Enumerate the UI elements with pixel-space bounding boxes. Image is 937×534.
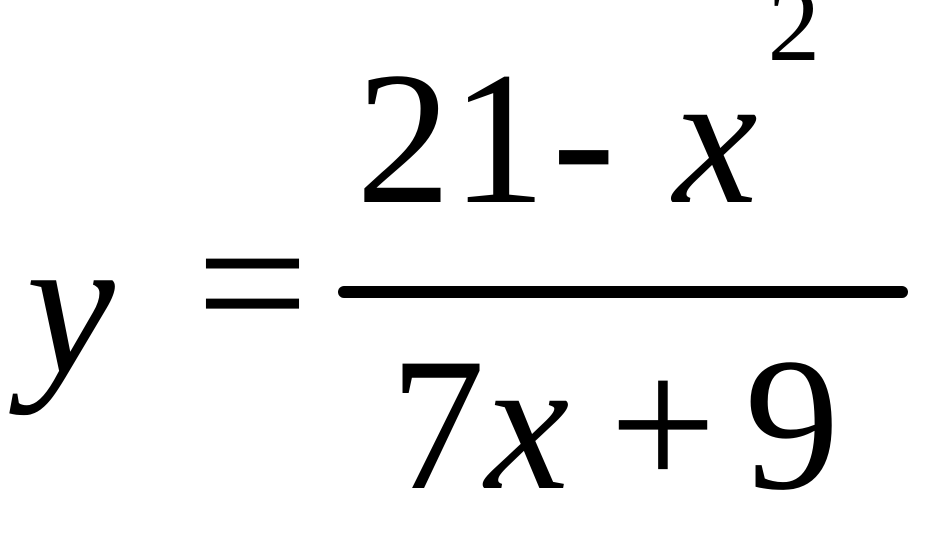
numerator-constant: 21 [356, 34, 546, 244]
numerator-exponent: 2 [767, 0, 821, 83]
fraction-numerator: 21-x2 [356, 0, 820, 234]
fraction-bar [338, 286, 908, 298]
denominator-constant: 9 [744, 320, 840, 530]
numerator-minus-operator: - [552, 34, 616, 244]
denominator-variable-x: x [485, 320, 570, 530]
equals-sign: = [196, 173, 309, 394]
fraction-denominator: 7x+9 [390, 330, 840, 520]
denominator-plus-operator: + [609, 320, 717, 530]
denominator-coefficient: 7 [390, 320, 485, 530]
lhs-variable-y: y [26, 195, 115, 416]
numerator-variable-x: x [673, 34, 758, 244]
